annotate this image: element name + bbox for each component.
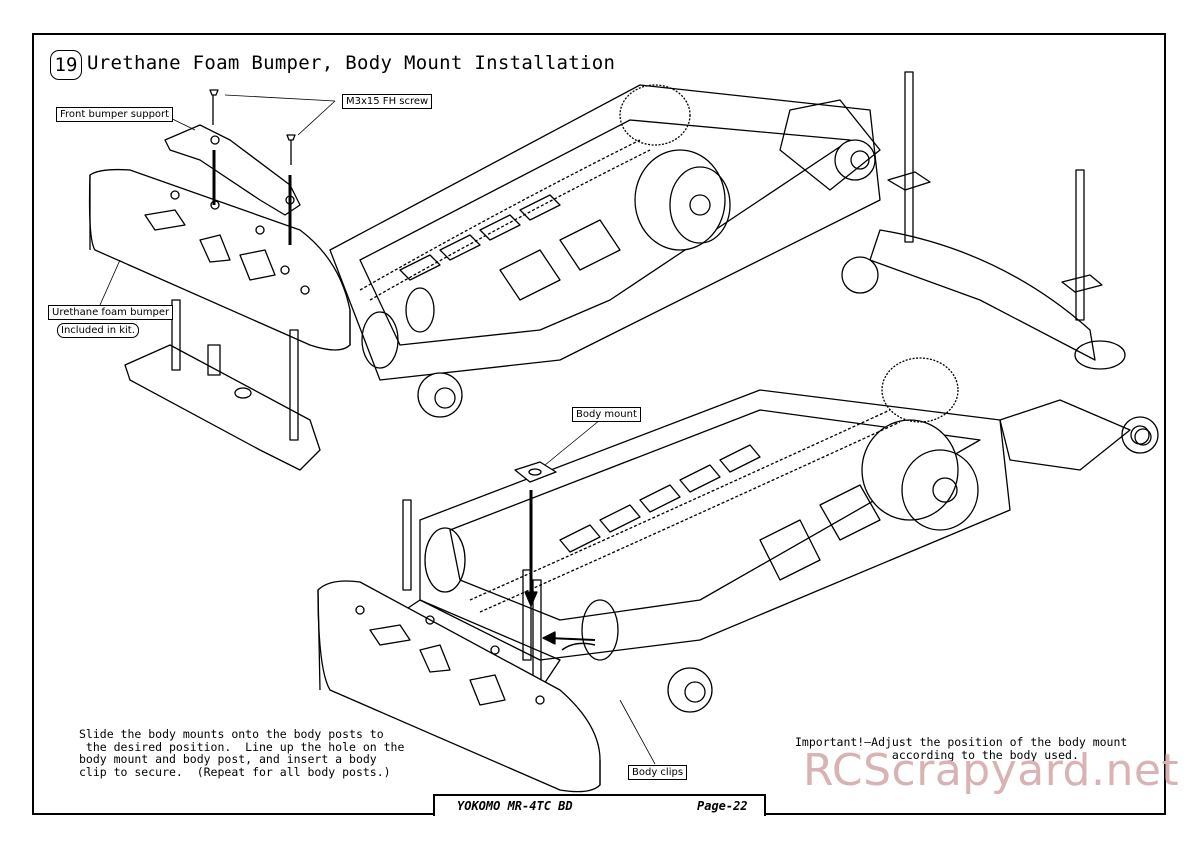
body-mount-drawing: [514, 461, 596, 651]
step-title: Urethane Foam Bumper, Body Mount Install…: [87, 52, 616, 74]
upper-chassis-drawing: [329, 84, 881, 418]
leader-lines: [99, 94, 656, 765]
callout-body-clips: Body clips: [628, 765, 688, 780]
callout-screw: M3x15 FH screw: [342, 94, 433, 109]
callout-body-mount: Body mount: [572, 407, 641, 422]
callout-urethane-bumper: Urethane foam bumper: [48, 305, 174, 320]
right-rear-drawing: [841, 71, 1159, 454]
instruction-note: Slide the body mounts onto the body post…: [79, 727, 405, 779]
upper-bumper-drawing: [88, 89, 351, 471]
step-number: 19: [50, 50, 82, 80]
watermark: RCScrapyard.net: [803, 745, 1180, 796]
footer-page: Page-22: [697, 799, 748, 813]
callout-included-in-kit: Included in kit.: [57, 323, 139, 338]
lower-bumper-drawing: [317, 580, 601, 793]
footer-box: YOKOMO MR-4TC BD Page-22: [433, 794, 766, 816]
footer-model: YOKOMO MR-4TC BD: [457, 799, 573, 813]
important-note: Important!—Adjust the position of the bo…: [795, 735, 1128, 762]
callout-front-bumper-support: Front bumper support: [56, 107, 174, 122]
lower-chassis-drawing: [402, 357, 1150, 713]
